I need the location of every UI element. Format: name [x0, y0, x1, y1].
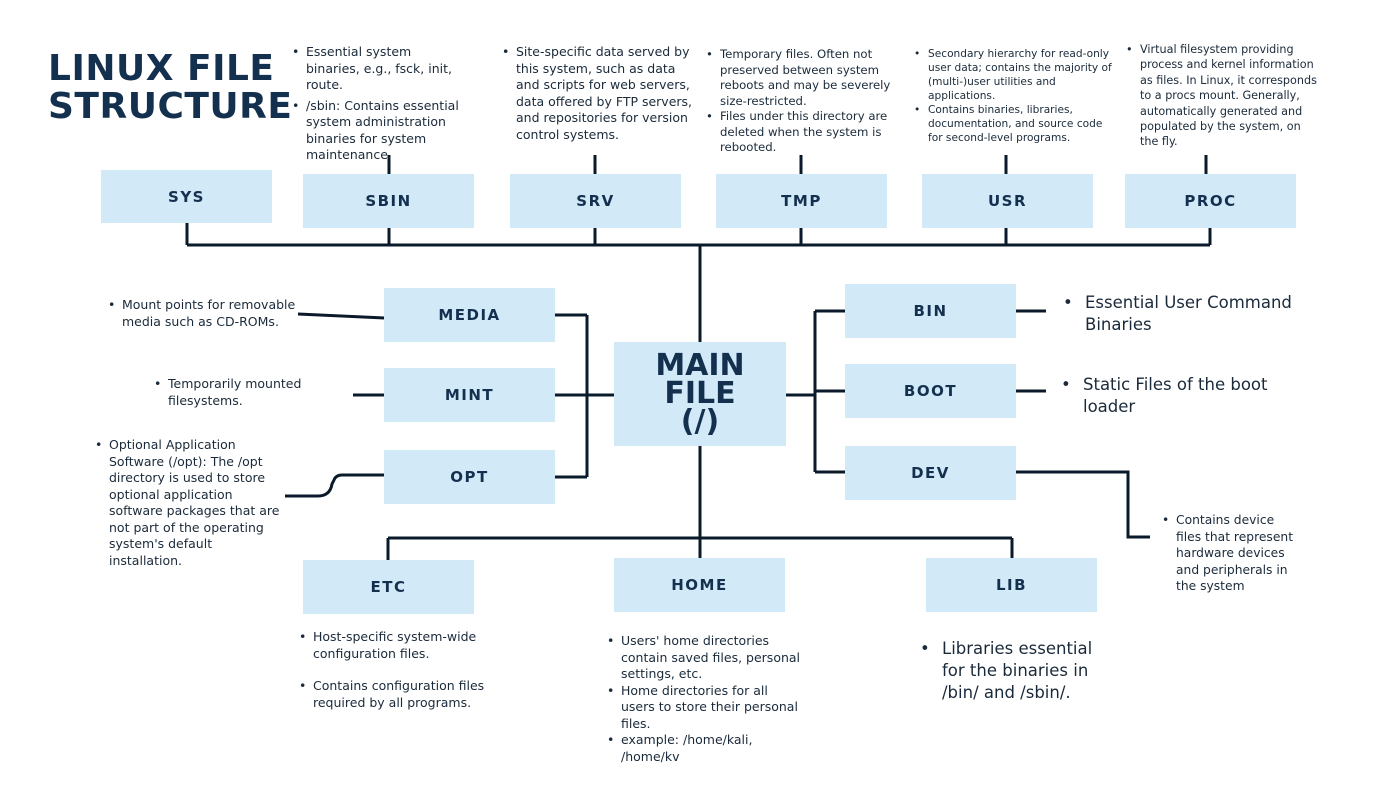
dir-label-sys: SYS — [168, 187, 205, 206]
note-sbin: Essential system binaries, e.g., fsck, i… — [292, 44, 467, 164]
note-proc: Virtual filesystem providing process and… — [1126, 42, 1318, 150]
note-item: Static Files of the boot loader — [1061, 374, 1271, 418]
note-lib: Libraries essential for the binaries in … — [920, 638, 1105, 704]
note-etc: Host-specific system-wide configuration … — [299, 629, 499, 711]
note-item: Home directories for all users to store … — [607, 683, 802, 733]
dir-box-boot: BOOT — [845, 364, 1016, 418]
note-item: Mount points for removable media such as… — [108, 297, 298, 330]
note-usr: Secondary hierarchy for read-only user d… — [914, 47, 1114, 145]
note-item: /sbin: Contains essential system adminis… — [292, 98, 467, 164]
note-item: Contains device files that represent har… — [1162, 512, 1294, 595]
note-tmp: Temporary files. Often not preserved bet… — [706, 47, 891, 156]
note-boot: Static Files of the boot loader — [1061, 374, 1271, 418]
note-bin: Essential User Command Binaries — [1063, 292, 1293, 336]
note-opt: Optional Application Software (/opt): Th… — [95, 437, 283, 569]
note-item: Temporary files. Often not preserved bet… — [706, 47, 891, 109]
dir-label-srv: SRV — [576, 192, 615, 210]
note-item: Virtual filesystem providing process and… — [1126, 42, 1318, 150]
main-line-1: MAIN — [655, 348, 745, 383]
note-item: Essential User Command Binaries — [1063, 292, 1293, 336]
title-line-1: LINUX FILE — [48, 48, 275, 89]
note-media: Mount points for removable media such as… — [108, 297, 298, 330]
note-dev: Contains device files that represent har… — [1162, 512, 1294, 595]
note-item: Host-specific system-wide configuration … — [299, 629, 499, 662]
note-item: Users' home directories contain saved fi… — [607, 633, 802, 683]
note-item: Essential system binaries, e.g., fsck, i… — [292, 44, 467, 94]
dir-box-sbin: SBIN — [303, 174, 474, 228]
note-leader-dev — [1016, 470, 1150, 539]
dir-label-proc: PROC — [1184, 192, 1237, 210]
dir-box-opt: OPT — [384, 450, 555, 504]
dir-box-tmp: TMP — [716, 174, 887, 228]
dir-label-home: HOME — [671, 576, 728, 594]
note-srv: Site-specific data served by this system… — [502, 44, 700, 143]
note-leader-media — [297, 312, 386, 320]
dir-label-sbin: SBIN — [365, 192, 412, 210]
page-title: LINUX FILE STRUCTURE — [48, 50, 292, 126]
dir-label-opt: OPT — [450, 468, 489, 486]
dir-box-usr: USR — [922, 174, 1093, 228]
dir-label-lib: LIB — [995, 576, 1028, 594]
dir-box-dev: DEV — [845, 446, 1016, 500]
dir-label-boot: BOOT — [903, 382, 958, 400]
title-line-2: STRUCTURE — [48, 86, 293, 127]
main-line-3: (/) — [680, 404, 720, 439]
dir-label-mint: MINT — [444, 386, 495, 404]
dir-box-lib: LIB — [926, 558, 1097, 612]
note-home: Users' home directories contain saved fi… — [607, 633, 802, 765]
dir-box-etc: ETC — [303, 560, 474, 614]
note-item: Temporarily mounted filesystems. — [154, 376, 314, 409]
dir-label-media: MEDIA — [438, 306, 501, 324]
note-item: example: /home/kali, /home/kv — [607, 732, 802, 765]
dir-label-etc: ETC — [370, 578, 407, 596]
note-item: Libraries essential for the binaries in … — [920, 638, 1105, 704]
note-item: Site-specific data served by this system… — [502, 44, 700, 143]
dir-label-bin: BIN — [913, 302, 948, 320]
note-item: Contains binaries, libraries, documentat… — [914, 103, 1114, 145]
note-leader-opt — [285, 473, 385, 498]
dir-box-mint: MINT — [384, 368, 555, 422]
note-item: Contains configuration files required by… — [299, 678, 499, 711]
main-line-2: FILE — [664, 376, 736, 411]
dir-box-srv: SRV — [510, 174, 681, 228]
note-mint: Temporarily mounted filesystems. — [154, 376, 314, 409]
dir-label-usr: USR — [987, 192, 1028, 210]
dir-box-proc: PROC — [1125, 174, 1296, 228]
note-item: Secondary hierarchy for read-only user d… — [914, 47, 1114, 103]
dir-box-bin: BIN — [845, 284, 1016, 338]
dir-box-sys: SYS — [101, 170, 272, 223]
main-file-box: MAIN FILE (/) — [614, 342, 786, 446]
dir-box-media: MEDIA — [384, 288, 555, 342]
dir-label-dev: DEV — [911, 464, 950, 482]
dir-box-home: HOME — [614, 558, 785, 612]
note-item: Files under this directory are deleted w… — [706, 109, 891, 156]
dir-label-tmp: TMP — [781, 192, 822, 210]
note-item: Optional Application Software (/opt): Th… — [95, 437, 283, 569]
